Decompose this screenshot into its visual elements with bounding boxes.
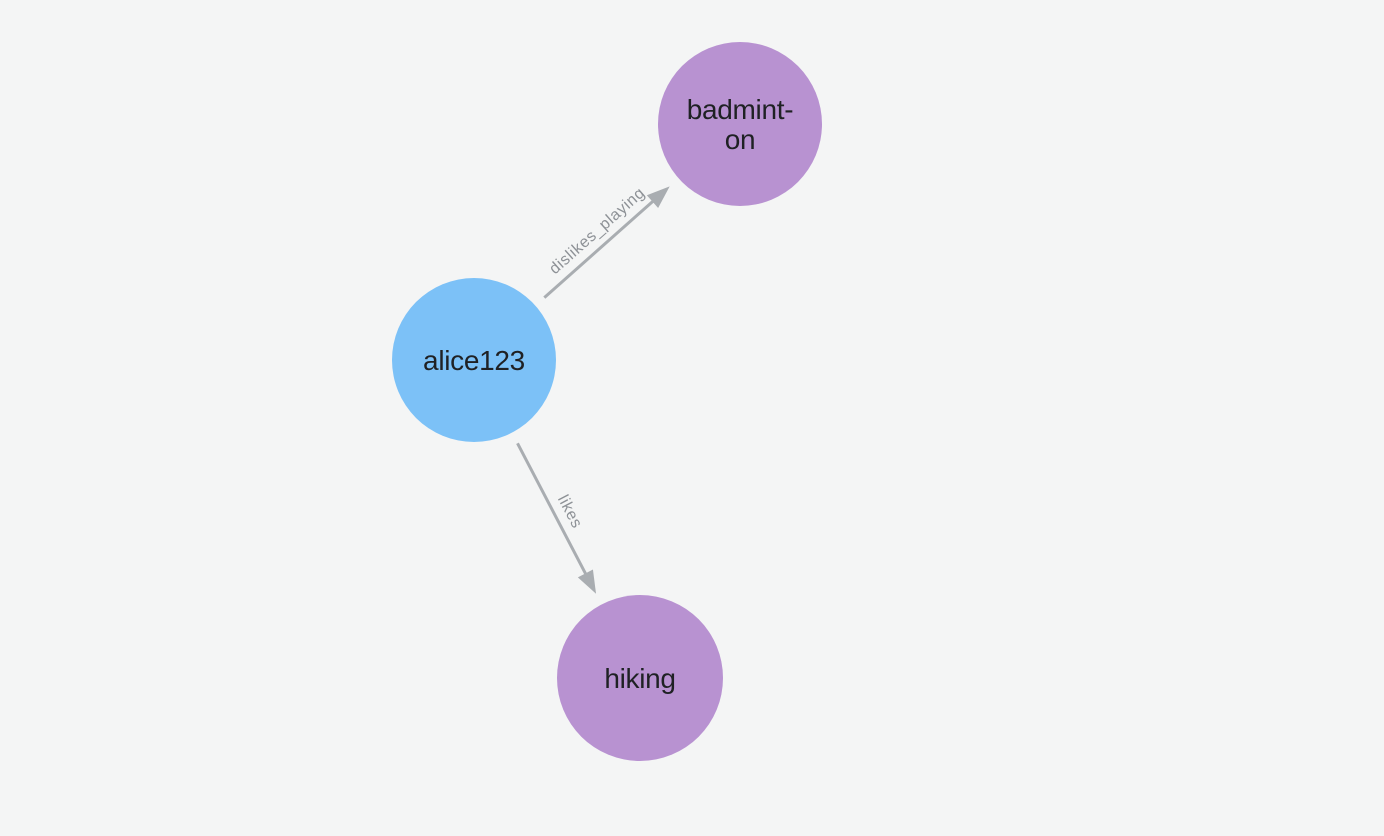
edge-alice123-hiking[interactable]: likes xyxy=(516,442,597,594)
edge-arrowhead-icon xyxy=(577,569,597,594)
node-alice123[interactable]: alice123 xyxy=(392,278,556,442)
edge-arrowhead-icon xyxy=(646,186,670,209)
node-circle[interactable] xyxy=(557,595,723,761)
node-hiking[interactable]: hiking xyxy=(557,595,723,761)
node-circle[interactable] xyxy=(658,42,822,206)
edge-label: likes xyxy=(554,492,585,531)
edge-line[interactable] xyxy=(543,197,658,299)
edge-line[interactable] xyxy=(516,442,590,579)
edge-alice123-badminton[interactable]: dislikes_playing xyxy=(543,184,670,299)
node-badminton[interactable]: badmint-on xyxy=(658,42,822,206)
edge-label: dislikes_playing xyxy=(546,184,648,277)
node-circle[interactable] xyxy=(392,278,556,442)
